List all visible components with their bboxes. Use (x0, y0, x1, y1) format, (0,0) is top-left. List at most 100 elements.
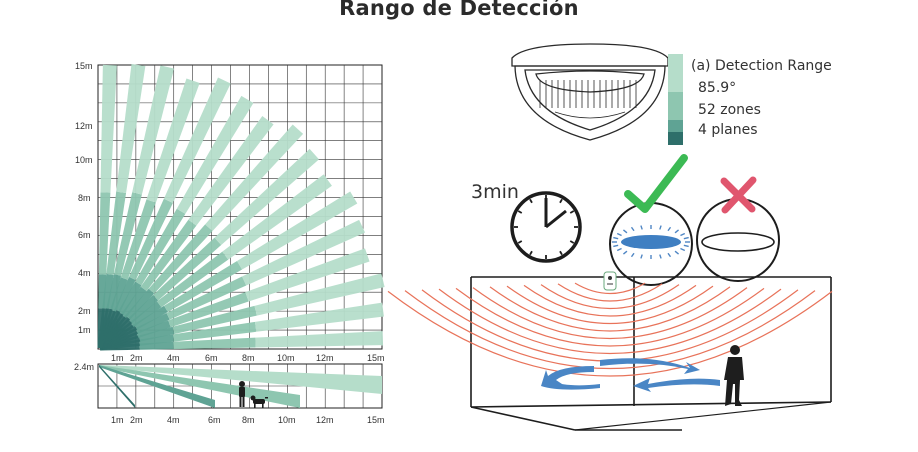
detection-beam (163, 77, 231, 203)
clock-icon (510, 191, 582, 263)
legend-line: 52 zones (698, 102, 761, 118)
wave-arc (506, 285, 714, 325)
y-tick: 8m (78, 193, 91, 203)
x-tick: 2m (130, 353, 143, 363)
detection-beam (100, 64, 117, 193)
top-x-ticks: 1m 2m 4m 6m 8m 10m 12m 15m (111, 353, 385, 363)
detection-beam (116, 64, 146, 194)
signal-ray (622, 229, 628, 234)
detection-beam (130, 301, 162, 328)
clock-tick (517, 210, 523, 214)
y-tick: 2.4m (74, 362, 94, 372)
detection-beam (255, 331, 384, 348)
sensor-dome-illustration (511, 43, 669, 141)
detection-beam (98, 192, 111, 275)
signal-ray (640, 225, 643, 230)
signal-ray (622, 250, 628, 255)
detection-beam (117, 281, 142, 315)
signal-ray (616, 232, 622, 237)
wave-arc (523, 284, 697, 317)
detection-beam (113, 192, 142, 276)
signal-ray (674, 229, 680, 234)
detection-beam (237, 191, 358, 270)
x-tick: 1m (111, 415, 124, 425)
mini-sensor-icon (603, 271, 617, 291)
wave-arc (438, 288, 782, 355)
x-tick: 12m (316, 353, 334, 363)
detection-beam (127, 294, 159, 324)
detection-beam (148, 224, 213, 294)
x-tick: 4m (167, 415, 180, 425)
wave-arc (387, 290, 833, 377)
signal-ray (680, 247, 686, 252)
detection-beam (172, 305, 257, 334)
wave-arc (540, 284, 680, 309)
detection-beam (114, 276, 136, 312)
detection-beam (98, 274, 107, 309)
side-beam (99, 365, 382, 394)
detection-beam (166, 276, 247, 320)
detection-beam (245, 248, 370, 302)
wave-arc (489, 286, 731, 332)
dog-icon (250, 395, 268, 408)
signal-ray (613, 236, 619, 240)
y-tick: 6m (78, 230, 91, 240)
detection-beam (110, 277, 128, 312)
signal-ray (630, 226, 635, 232)
detection-beam (132, 65, 175, 195)
x-tick: 4m (167, 353, 180, 363)
wave-arc (404, 290, 816, 370)
detection-beam (168, 292, 249, 328)
y-tick: 10m (75, 155, 93, 165)
detection-beam (254, 273, 385, 316)
detection-beam (153, 237, 222, 301)
signal-ray (667, 226, 672, 232)
detection-beam (135, 312, 170, 334)
detection-beam (140, 219, 197, 291)
check-circle (609, 154, 693, 286)
clock-tick (569, 210, 575, 214)
detection-beam (173, 337, 256, 350)
clock-tick (517, 240, 523, 244)
legend-line: 4 planes (698, 122, 758, 138)
signal-ray (616, 247, 622, 252)
x-tick: 8m (242, 415, 255, 425)
signal-ray (683, 236, 689, 240)
detection-beam (138, 326, 175, 342)
person-icon (239, 381, 245, 407)
detection-beam (205, 124, 304, 232)
detection-beam (214, 148, 320, 246)
detection-beam (157, 251, 229, 308)
timer-label: 3min (471, 181, 519, 203)
detection-beam (176, 95, 254, 214)
signal-ray (667, 252, 672, 258)
room-illustration (470, 276, 832, 431)
detection-beam (97, 308, 105, 349)
side-x-ticks: 1m 2m 4m 6m 8m 10m 12m 15m (111, 415, 385, 425)
legend-line: (a) Detection Range (691, 58, 832, 74)
wave-arc (455, 287, 765, 347)
detection-beam (102, 273, 114, 309)
y-tick: 2m (78, 306, 91, 316)
detection-beam (254, 302, 384, 332)
detection-beam (125, 288, 155, 320)
legend-swatch (668, 132, 683, 145)
legend-line: 85.9° (698, 80, 736, 96)
detection-beam (173, 321, 257, 342)
detection-beam (188, 116, 274, 226)
cross-icon (720, 176, 757, 214)
side-beam (99, 365, 135, 408)
legend-swatch (668, 54, 683, 92)
signal-ray (640, 254, 643, 259)
x-tick: 6m (208, 415, 221, 425)
detection-beam (106, 274, 122, 310)
detection-beam (135, 208, 186, 286)
detection-beam (164, 260, 243, 313)
wave-arc (472, 287, 748, 340)
detection-waves (387, 282, 833, 377)
detection-beam (120, 199, 156, 280)
plot-frame (97, 64, 383, 350)
x-tick: 1m (111, 353, 124, 363)
signal-ray (630, 252, 635, 258)
signal-ray (683, 244, 689, 248)
